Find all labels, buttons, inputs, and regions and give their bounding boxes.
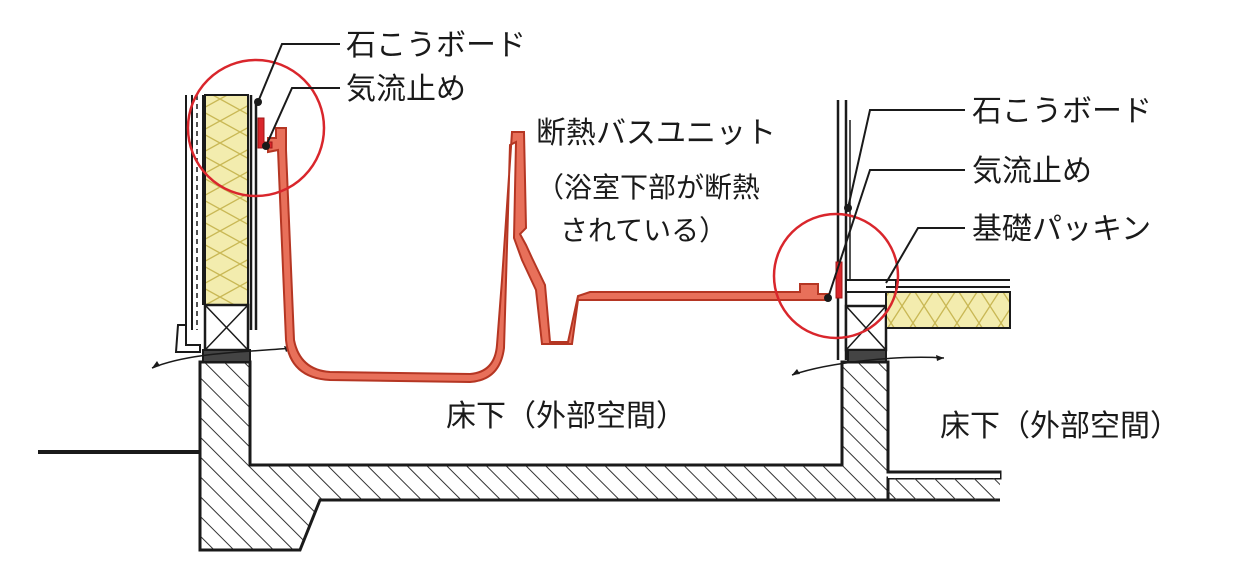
left-gypsum-board-label: 石こうボード — [346, 28, 526, 63]
left-air-barrier-label: 気流止め — [346, 72, 466, 107]
left-wall — [151, 94, 293, 369]
leader-lines — [257, 43, 965, 299]
right-air-barrier-label: 気流止め — [972, 154, 1092, 189]
bath-unit-label: 断熱バスユニット — [536, 116, 776, 151]
left-highlight-circle — [186, 58, 326, 198]
underfloor-right-label: 床下（外部空間） — [940, 409, 1180, 444]
left-foundation — [198, 360, 1002, 552]
bath-note-line1: （浴室下部が断熱 — [536, 171, 760, 204]
right-wall — [791, 100, 945, 376]
bath-unit — [267, 127, 829, 384]
bath-note-line2: されている） — [560, 214, 727, 247]
right-slab — [888, 470, 1000, 502]
foundation-packing-label: 基礎パッキン — [972, 212, 1151, 247]
right-gypsum-board-label: 石こうボード — [972, 94, 1152, 129]
underfloor-center-label: 床下（外部空間） — [446, 399, 686, 434]
right-highlight-circle — [772, 212, 900, 340]
right-floor-insulation — [885, 279, 1011, 329]
